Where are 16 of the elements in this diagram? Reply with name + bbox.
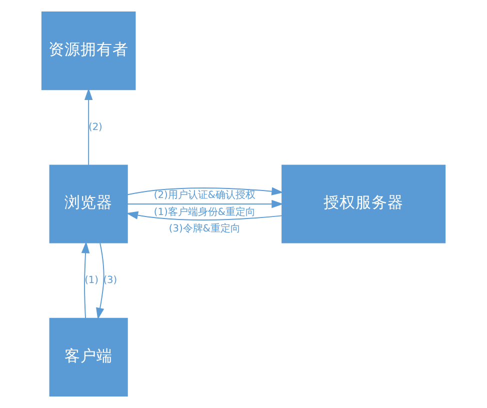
edge-label: (1) — [84, 275, 98, 286]
arrow — [81, 241, 90, 319]
edge-label: (2)用户认证&确认授权 — [154, 190, 256, 202]
arrow — [126, 211, 282, 220]
node-box: 浏览器 — [49, 164, 128, 244]
edge-label: (2) — [88, 122, 102, 133]
node-box: 授权服务器 — [282, 164, 446, 244]
edge-label: (3) — [103, 275, 118, 286]
node-box: 客户端 — [49, 318, 128, 396]
node-box: 资源拥有者 — [41, 12, 136, 90]
arrow — [84, 88, 93, 166]
arrow — [127, 187, 284, 196]
arrow — [126, 200, 284, 208]
arrow — [96, 242, 104, 320]
edge-label: (1)客户端身份&重定向 — [154, 206, 256, 218]
edge-label: (3)令牌&重定向 — [168, 224, 240, 234]
